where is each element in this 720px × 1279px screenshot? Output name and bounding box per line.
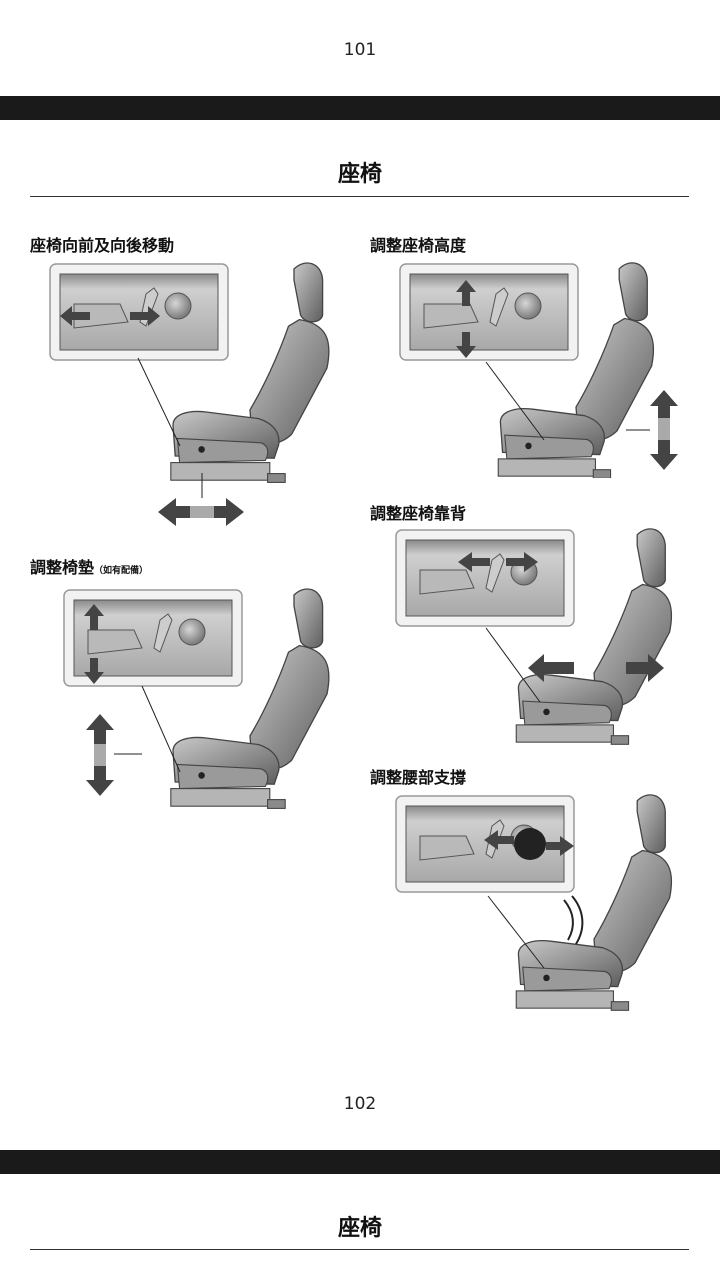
page-header-band <box>0 96 720 120</box>
figure-seat-recline <box>395 528 673 745</box>
section-title-cushion: 調整椅墊（如有配備） <box>30 554 148 578</box>
section-title-height: 調整座椅高度 <box>370 236 467 255</box>
section-title-lumbar: 調整腰部支撐 <box>370 768 467 787</box>
page-number-101: 101 <box>343 40 377 60</box>
section-title-recline: 調整座椅靠背 <box>370 504 467 523</box>
chapter-title: 座椅 <box>337 162 382 187</box>
section-title-cushion-note: （如有配備） <box>94 566 149 576</box>
page-header-band-2 <box>0 1150 720 1174</box>
section-title-fore-aft: 座椅向前及向後移動 <box>30 236 175 255</box>
figure-seat-height <box>399 262 678 478</box>
section-title-cushion-text: 調整椅墊 <box>30 558 95 577</box>
title-rule-2 <box>30 1249 689 1250</box>
page-number-102: 102 <box>343 1094 377 1114</box>
figure-seat-cushion <box>63 588 330 809</box>
chapter-title-2: 座椅 <box>337 1216 382 1241</box>
figure-seat-fore-aft <box>49 262 330 526</box>
title-rule <box>30 196 689 197</box>
figure-seat-lumbar <box>395 794 673 1011</box>
